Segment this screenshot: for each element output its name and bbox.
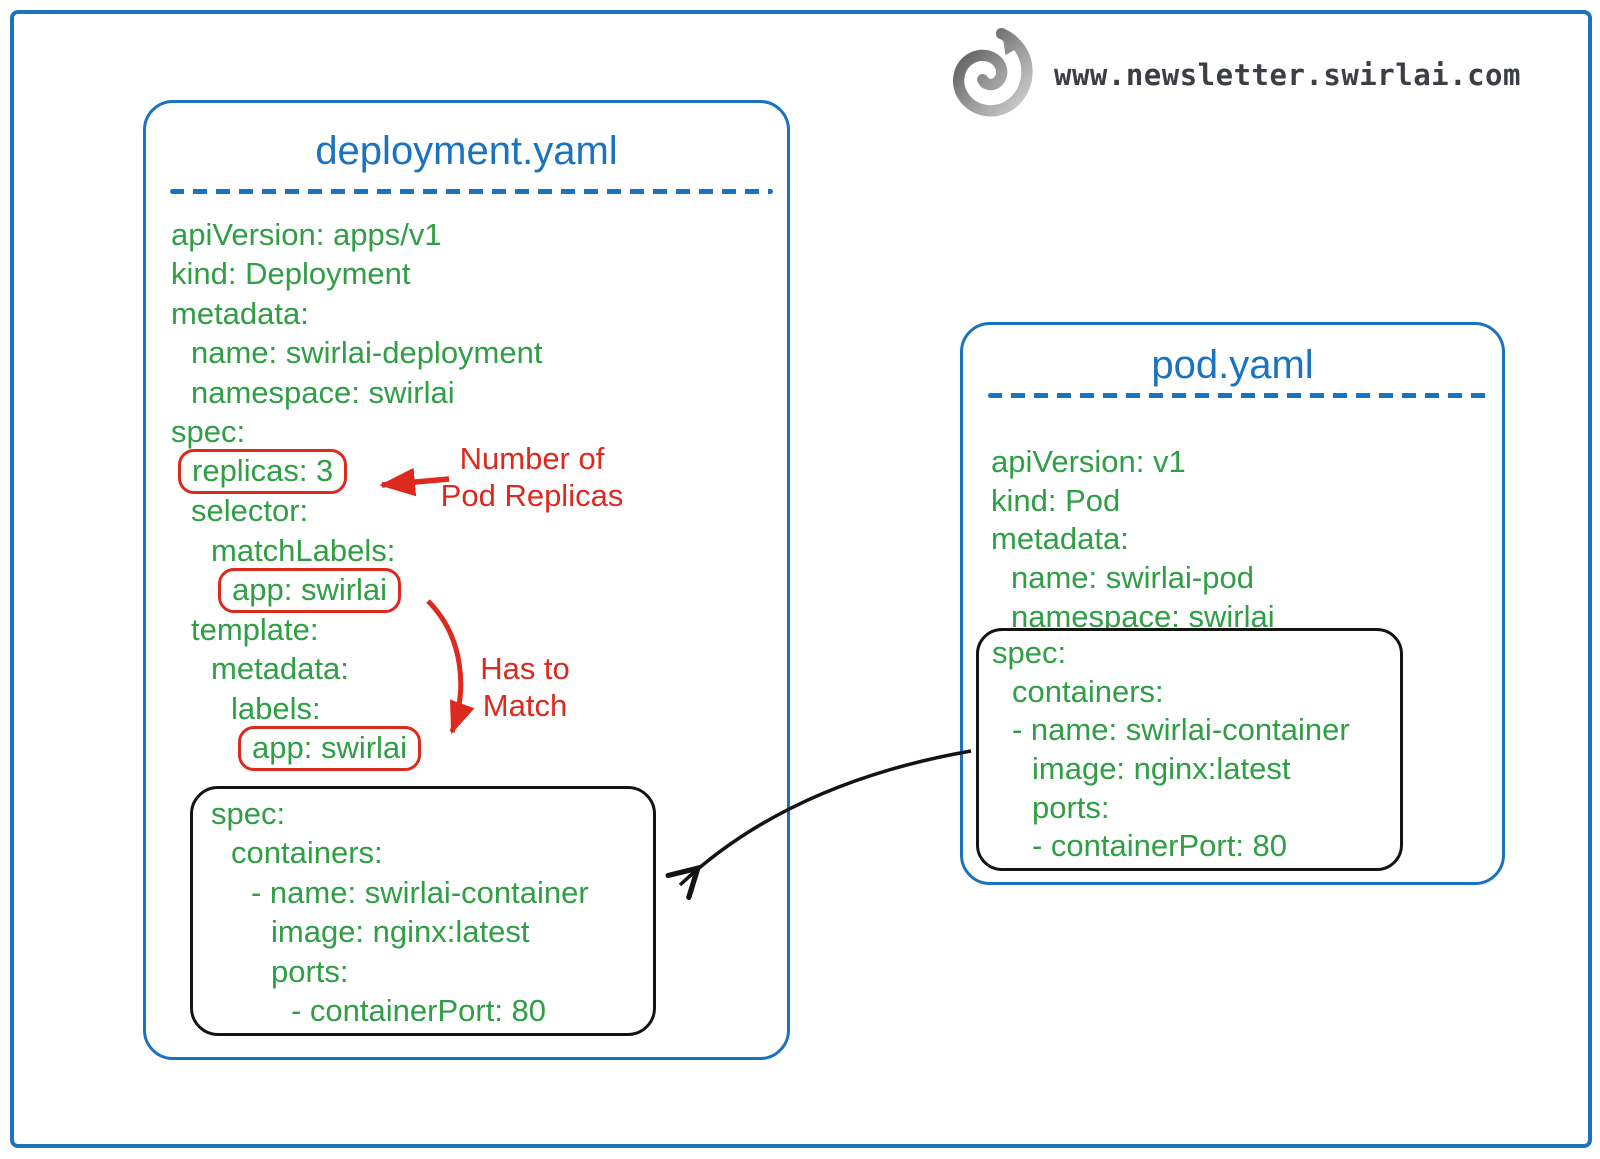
deployment-pod-spec-box: spec: containers:- name: swirlai-containe… bbox=[190, 786, 656, 1036]
logo-spiral bbox=[953, 28, 1033, 117]
yaml-line: image: nginx:latest bbox=[1032, 751, 1291, 787]
swirl-logo-icon bbox=[953, 28, 1033, 117]
yaml-line: app: swirlai bbox=[171, 725, 781, 771]
yaml-line: - name: swirlai-container bbox=[1012, 712, 1350, 748]
yaml-line: kind: Deployment bbox=[171, 256, 411, 292]
yaml-line: apiVersion: v1 bbox=[991, 444, 1186, 480]
yaml-line: - containerPort: 80 bbox=[1032, 828, 1288, 864]
yaml-line: matchLabels: bbox=[211, 532, 396, 568]
yaml-line: name: swirlai-pod bbox=[1011, 560, 1254, 596]
brand: www.newsletter.swirlai.com bbox=[948, 26, 1521, 124]
yaml-line: apiVersion: apps/v1 bbox=[171, 216, 442, 252]
replicas-annotation: Number of Pod Replicas bbox=[440, 441, 624, 513]
yaml-line: - name: swirlai-container bbox=[251, 874, 589, 910]
red-highlight-box: replicas: 3 bbox=[178, 449, 348, 495]
match-annotation: Has to Match bbox=[480, 651, 570, 723]
yaml-line: metadata: bbox=[991, 521, 1129, 557]
site-url: www.newsletter.swirlai.com bbox=[1054, 58, 1521, 92]
yaml-line: name: swirlai-deployment bbox=[191, 335, 543, 371]
yaml-line: namespace: swirlai bbox=[191, 374, 455, 410]
yaml-line: app: swirlai bbox=[171, 567, 781, 613]
yaml-line: replicas: 3 bbox=[171, 449, 781, 495]
yaml-line: ports: bbox=[1032, 789, 1110, 825]
deployment-card: deployment.yaml apiVersion: apps/v1 kind:… bbox=[143, 100, 790, 1060]
yaml-line: metadata: bbox=[211, 651, 349, 687]
yaml-line: kind: Pod bbox=[991, 482, 1121, 518]
yaml-line: labels: bbox=[231, 690, 321, 726]
yaml-line: template: bbox=[191, 611, 319, 647]
yaml-line: spec: bbox=[171, 414, 246, 450]
yaml-line: selector: bbox=[191, 493, 309, 529]
yaml-line: metadata: bbox=[171, 295, 309, 331]
yaml-line: containers: bbox=[231, 835, 383, 871]
red-highlight-box: app: swirlai bbox=[238, 725, 422, 771]
yaml-line: spec: bbox=[211, 795, 286, 831]
deployment-dashed-separator bbox=[170, 189, 773, 194]
yaml-line: - containerPort: 80 bbox=[291, 993, 547, 1029]
pod-dashed-separator bbox=[988, 393, 1489, 398]
pod-spec-box: spec:containers:- name: swirlai-containe… bbox=[976, 628, 1403, 871]
pod-card-title: pod.yaml bbox=[1151, 343, 1314, 387]
yaml-line: ports: bbox=[271, 953, 349, 989]
yaml-line: spec: bbox=[992, 635, 1067, 671]
red-highlight-box: app: swirlai bbox=[218, 567, 402, 613]
deployment-card-title: deployment.yaml bbox=[315, 129, 618, 173]
page-border bbox=[10, 10, 1592, 1148]
yaml-line: image: nginx:latest bbox=[271, 914, 530, 950]
yaml-line: containers: bbox=[1012, 673, 1164, 709]
yaml-line: namespace: swirlai bbox=[1011, 598, 1275, 634]
